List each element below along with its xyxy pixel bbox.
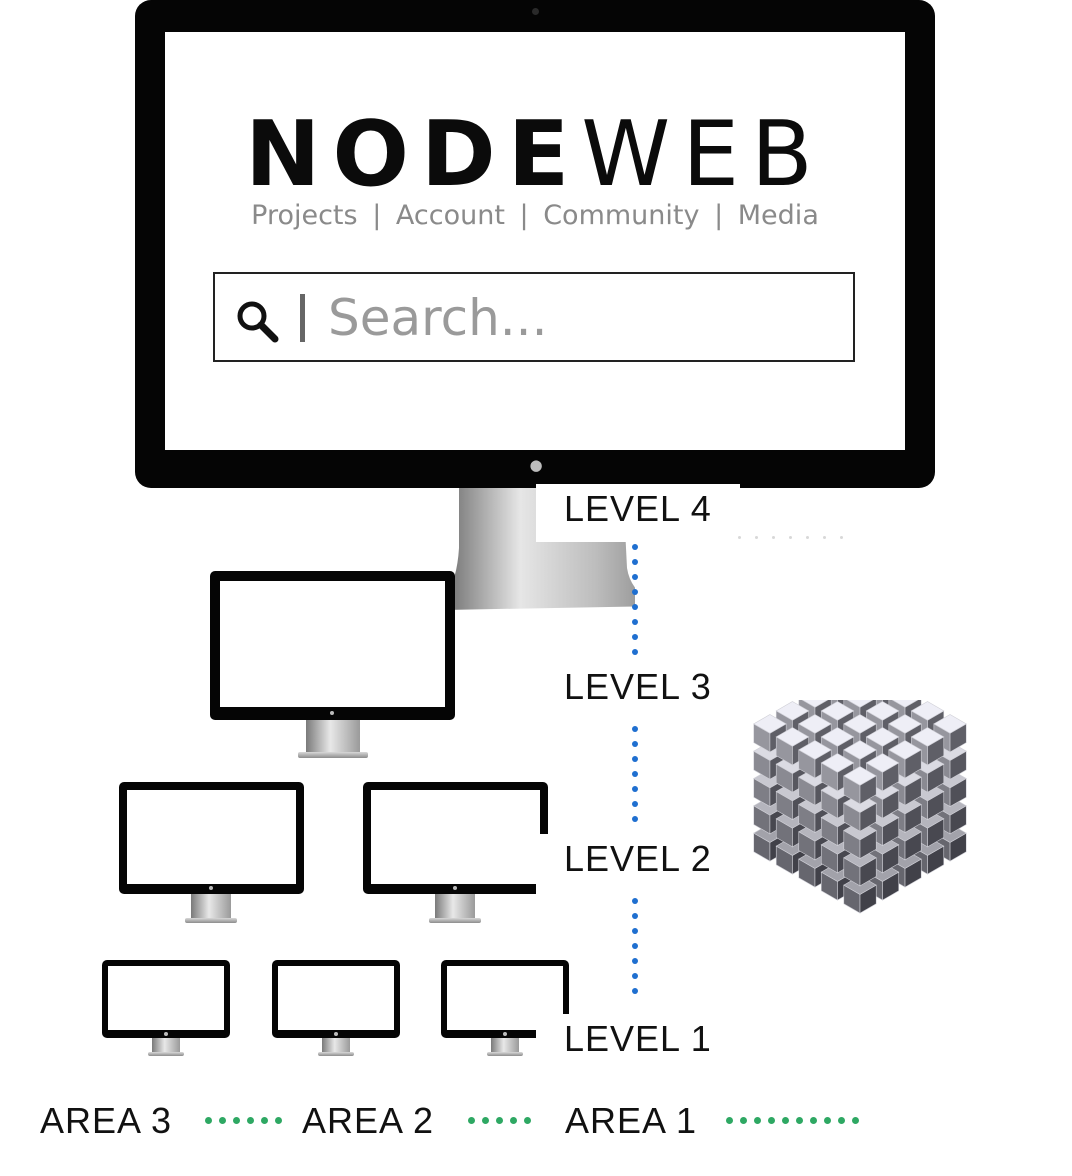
nav-separator: |: [519, 200, 529, 231]
area-label-3: AREA 3: [40, 1100, 173, 1141]
search-icon[interactable]: [233, 297, 279, 343]
brand-name-light: WEB: [581, 102, 825, 207]
area-label-1: AREA 1: [565, 1100, 698, 1141]
level-connector-2-1: [632, 898, 638, 1003]
main-screen: [165, 32, 905, 450]
level-label-1: LEVEL 1: [536, 1014, 740, 1064]
text-caret: [300, 294, 305, 342]
nav-link-media[interactable]: Media: [737, 200, 819, 231]
level-label-3: LEVEL 3: [536, 662, 740, 712]
level-label-2: LEVEL 2: [536, 834, 740, 894]
area-connector-1: [726, 1117, 859, 1124]
camera-icon: [532, 8, 539, 15]
brand-name-bold: NODE: [245, 102, 582, 207]
nav-separator: |: [714, 200, 724, 231]
apple-logo-icon: ●: [529, 456, 543, 474]
nav-bar: Projects | Account | Community | Media: [165, 200, 905, 231]
area-connector-3-2: [205, 1117, 282, 1124]
level-connector-3-2: [632, 726, 638, 831]
nav-link-community[interactable]: Community: [543, 200, 700, 231]
nav-link-account[interactable]: Account: [395, 200, 505, 231]
brand-logo: NODEWEB: [165, 100, 905, 210]
search-input[interactable]: [318, 286, 858, 350]
level-4-faint-dots: [738, 524, 857, 543]
cube-icon: [753, 700, 967, 914]
area-connector-2-1: [468, 1117, 531, 1124]
level-connector-4-3: [632, 544, 638, 664]
level-label-4: LEVEL 4: [536, 484, 740, 542]
area-label-2: AREA 2: [302, 1100, 435, 1141]
nav-link-projects[interactable]: Projects: [251, 200, 358, 231]
nav-separator: |: [372, 200, 382, 231]
